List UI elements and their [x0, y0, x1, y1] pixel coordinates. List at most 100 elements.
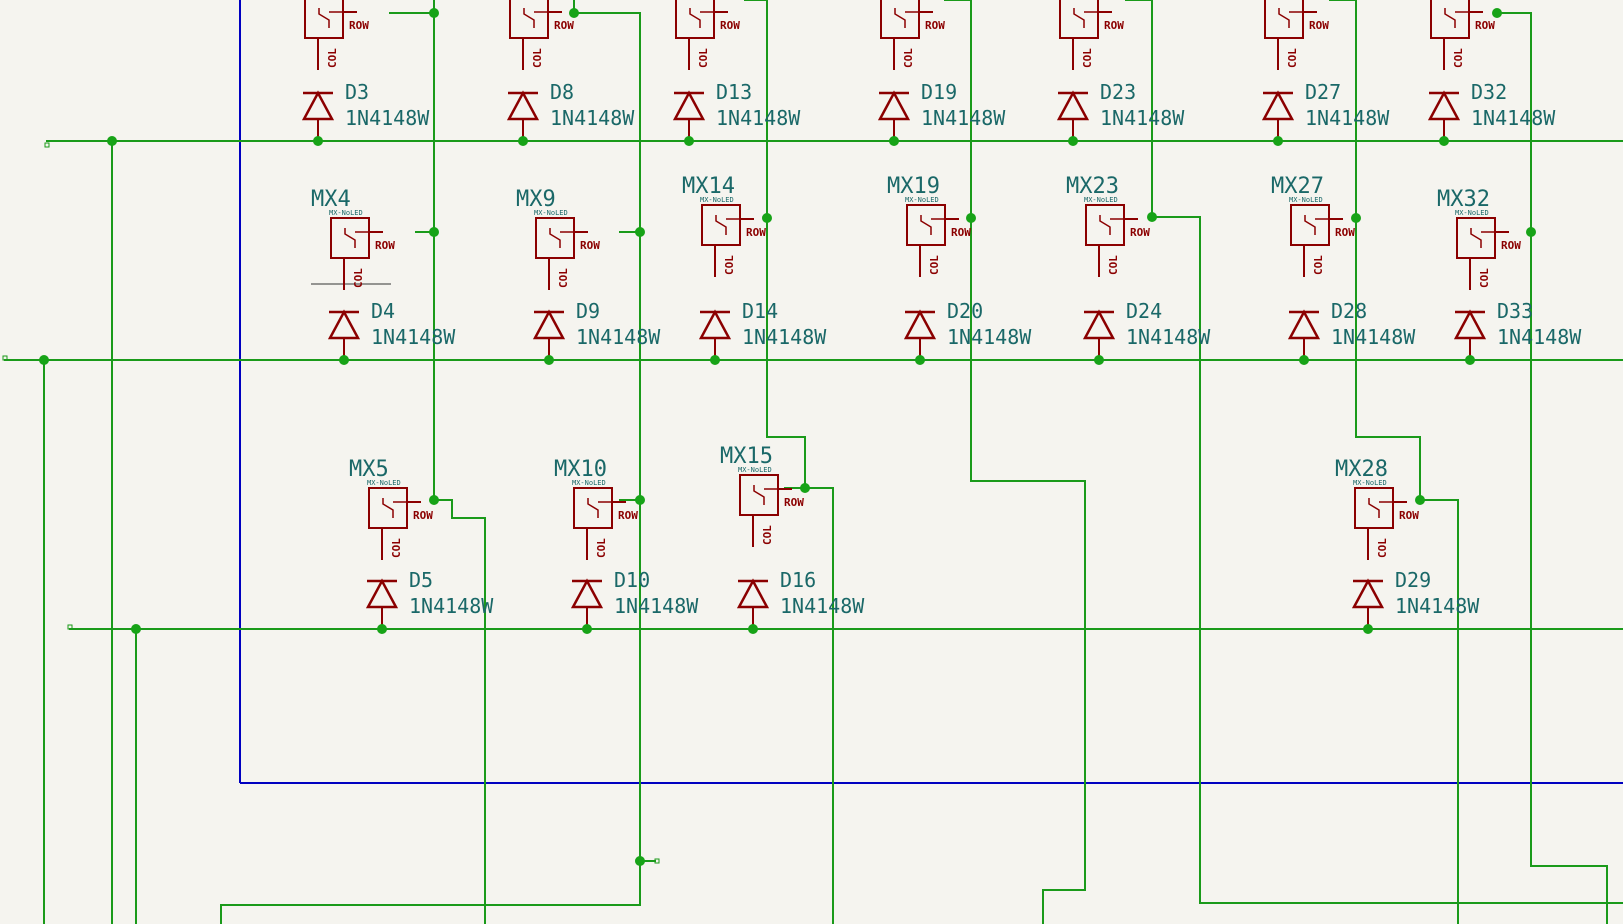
diode-value: 1N4148W [371, 325, 456, 349]
diode-body [1453, 309, 1487, 340]
switch-value: MX-NoLED [1455, 209, 1489, 217]
diode-body [672, 90, 706, 121]
switch-value: MX-NoLED [905, 196, 939, 204]
switch-body [509, 0, 549, 39]
row-pin-label: ROW [349, 19, 369, 32]
switch-contact [382, 498, 394, 518]
diode-value: 1N4148W [1331, 325, 1416, 349]
junction [1094, 355, 1104, 365]
junction [1439, 136, 1449, 146]
diode-body [903, 309, 937, 340]
row-pin-label: ROW [951, 226, 971, 239]
switch-body [880, 0, 920, 39]
diode-body [1056, 90, 1090, 121]
switch-contact [1099, 215, 1111, 235]
switch-contact [318, 8, 330, 28]
row-pin-label: ROW [554, 19, 574, 32]
switch-value: MX-NoLED [367, 479, 401, 487]
switch-value: MX-NoLED [534, 209, 568, 217]
junction [1273, 136, 1283, 146]
diode-body [506, 90, 540, 121]
switch-reference: MX9 [516, 187, 556, 212]
switch-body [1290, 204, 1330, 246]
row-pin-label: ROW [720, 19, 740, 32]
junction [1363, 624, 1373, 634]
switch-reference: MX23 [1066, 174, 1119, 199]
diode-reference: D13 [716, 80, 752, 104]
key-switch[interactable]: ROW COL [509, 0, 574, 70]
diode-body [1351, 578, 1385, 609]
col-pin-label: COL [902, 48, 915, 68]
switch-reference: MX10 [554, 457, 607, 482]
junction [518, 136, 528, 146]
row-pin-label: ROW [1475, 19, 1495, 32]
diode-reference: D24 [1126, 299, 1162, 323]
col-pin-label: COL [1286, 48, 1299, 68]
switch-contact [344, 228, 356, 248]
col-pin-label: COL [1312, 255, 1325, 275]
switch-body [1456, 217, 1496, 259]
switch-contact [753, 485, 765, 505]
diode-reference: D4 [371, 299, 395, 323]
junction [339, 355, 349, 365]
diode-value: 1N4148W [921, 106, 1006, 130]
col-pin-label: COL [928, 255, 941, 275]
row-pin-label: ROW [784, 496, 804, 509]
switch-contact [1470, 228, 1482, 248]
diode-value: 1N4148W [1471, 106, 1556, 130]
row-pin-label: ROW [413, 509, 433, 522]
switch-contact [1368, 498, 1380, 518]
diode-body [327, 309, 361, 340]
diode-reference: D8 [550, 80, 574, 104]
junction [889, 136, 899, 146]
symbols-layer[interactable]: ROWCOLROWCOLROWCOLROWCOLROWCOLROWCOLROWC… [301, 0, 1582, 634]
diode-value: 1N4148W [716, 106, 801, 130]
switch-body [739, 474, 779, 516]
junction [748, 624, 758, 634]
switch-body [368, 487, 408, 529]
col-pin-label: COL [531, 48, 544, 68]
diode-reference: D28 [1331, 299, 1367, 323]
diode-value: 1N4148W [1305, 106, 1390, 130]
sheet-frame [239, 0, 1623, 784]
row-pin-label: ROW [1104, 19, 1124, 32]
diode-body [1427, 90, 1461, 121]
row-pin-label: ROW [746, 226, 766, 239]
